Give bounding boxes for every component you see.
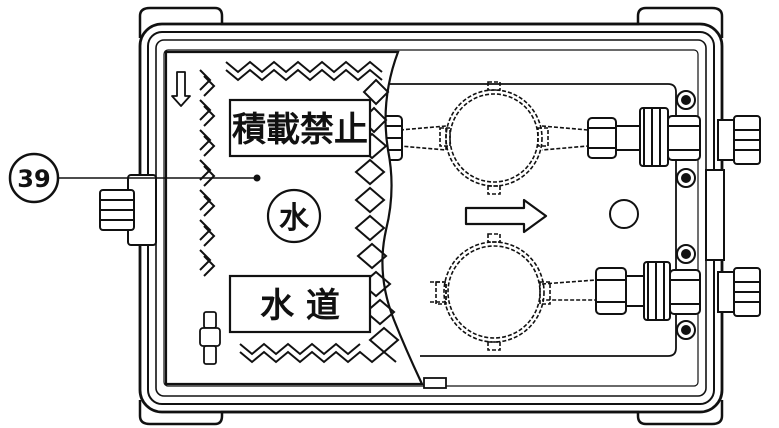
right-bracket <box>705 169 725 261</box>
lid-handle <box>199 311 221 365</box>
meter-lower <box>430 233 597 351</box>
right-fitting-lower <box>717 267 761 317</box>
lid-lattice <box>199 60 400 364</box>
mounting-hole <box>609 199 639 229</box>
bottom-label-text: 水 道 <box>260 286 340 326</box>
callout-number: 39 <box>17 165 50 193</box>
water-symbol-circle <box>266 188 322 244</box>
meter-upper <box>399 81 589 195</box>
lid-notch <box>423 377 447 389</box>
arrow-down-icon <box>171 71 191 107</box>
lid: 積載禁止 水 道 水 <box>164 50 447 389</box>
callout-point <box>253 174 261 182</box>
callout-39: 39 <box>8 152 261 204</box>
valve-upper <box>587 90 701 188</box>
top-label-plate <box>228 98 372 158</box>
valve-lower <box>595 244 701 340</box>
bottom-label-plate <box>228 274 372 334</box>
arrow-right-icon <box>464 198 548 234</box>
left-fitting <box>99 174 157 246</box>
interior-plate <box>380 83 677 357</box>
top-label-text: 積載禁止 <box>232 110 368 150</box>
water-symbol-text: 水 <box>279 201 310 236</box>
right-fitting-upper <box>717 115 761 165</box>
